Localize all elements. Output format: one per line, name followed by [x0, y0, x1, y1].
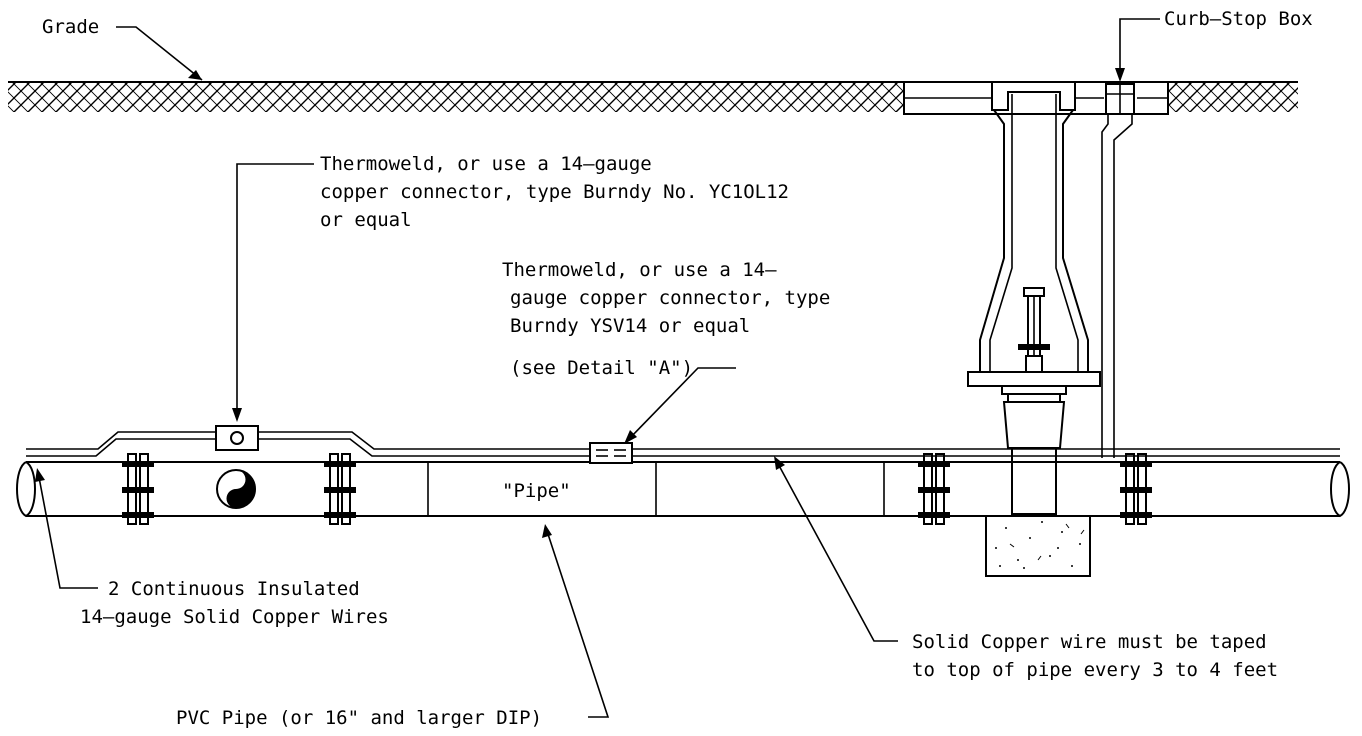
wires-line-1: 2 Continuous Insulated: [108, 578, 360, 600]
curb-stop-box-label: Curb–Stop Box: [1164, 8, 1313, 30]
callout-curb-stop-box: Curb–Stop Box: [1164, 8, 1313, 30]
flange-joint: [1120, 453, 1152, 525]
callout-wires: 2 Continuous Insulated 14–gauge Solid Co…: [80, 578, 389, 628]
thermoweld-2-line-4: (see Detail "A"): [510, 357, 693, 379]
circle-icon: [230, 431, 244, 445]
taped-line-1: Solid Copper wire must be taped: [912, 631, 1267, 653]
leader-arrowheads: [35, 68, 1125, 538]
taped-line-2: to top of pipe every 3 to 4 feet: [912, 659, 1278, 681]
flange-joint: [918, 453, 950, 525]
callout-grade: Grade: [42, 16, 99, 38]
yin-yang-icon: [216, 469, 256, 509]
thermoweld-2-line-2: gauge copper connector, type: [510, 287, 830, 309]
thermoweld-1-line-3: or equal: [320, 209, 412, 231]
callout-thermoweld-2: Thermoweld, or use a 14– gauge copper co…: [502, 259, 830, 379]
leader-lines: [37, 18, 1160, 718]
callout-thermoweld-1: Thermoweld, or use a 14–gauge copper con…: [320, 153, 789, 231]
flange-joint: [324, 453, 356, 525]
pipe-label: "Pipe": [502, 480, 571, 502]
thermoweld-2-line-1: Thermoweld, or use a 14–: [502, 259, 777, 281]
wire-connector-1: [215, 425, 259, 451]
thermoweld-1-line-2: copper connector, type Burndy No. YC1OL1…: [320, 181, 789, 203]
thrust-block: [985, 515, 1091, 577]
valve-box: [967, 81, 1101, 387]
pvc-label: PVC Pipe (or 16" and larger DIP): [176, 707, 542, 729]
curb-stop-box: [1101, 83, 1135, 458]
thermoweld-2-line-3: Burndy YSV14 or equal: [510, 315, 750, 337]
wire-connector-2: [589, 442, 633, 464]
callout-pipe: "Pipe": [502, 480, 571, 502]
valve-stem: [1018, 287, 1050, 373]
flange-joint: [122, 453, 154, 525]
wires-line-2: 14–gauge Solid Copper Wires: [80, 606, 389, 628]
callout-pvc: PVC Pipe (or 16" and larger DIP): [176, 707, 542, 729]
thermoweld-1-line-1: Thermoweld, or use a 14–gauge: [320, 153, 652, 175]
callout-taped: Solid Copper wire must be taped to top o…: [912, 631, 1278, 681]
grade-surface: [8, 81, 1298, 112]
grade-label: Grade: [42, 16, 99, 38]
valve-body: [1001, 385, 1067, 515]
